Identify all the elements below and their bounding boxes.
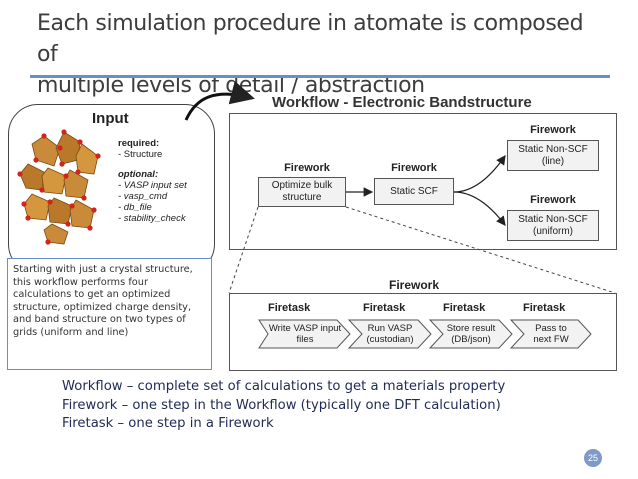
arrow-scf-to-nscf-line — [453, 155, 506, 193]
optional-item: - VASP input set — [118, 180, 187, 191]
required-label: required: — [118, 138, 160, 149]
definition-firetask: Firetask – one step in a Firework — [62, 416, 274, 431]
firetask-3-line-1: Store result — [447, 323, 496, 334]
title-underline — [30, 75, 610, 78]
firetask-chevron-1 — [258, 319, 351, 349]
node-static-scf: Static SCF — [374, 178, 454, 205]
definitions-list: Workflow – complete set of calculations … — [62, 378, 505, 434]
input-heading: Input — [92, 110, 129, 127]
page-number-badge: 25 — [584, 449, 602, 467]
definition-workflow: Workflow – complete set of calculations … — [62, 379, 506, 394]
definition-firework: Firework – one step in the Workflow (typ… — [62, 397, 501, 413]
firetask-chevron-3 — [428, 319, 513, 349]
optional-item: - stability_check — [118, 213, 186, 224]
firetask-label: Firetask — [363, 302, 406, 314]
firework-label-nscf-uniform: Firework — [530, 194, 576, 206]
firetask-4-line-1: Pass to — [535, 323, 567, 334]
required-item: - Structure — [118, 149, 163, 160]
slide-title-line-1: Each simulation procedure in atomate is … — [37, 11, 584, 67]
node-optimize-bulk-structure: Optimize bulk structure — [258, 177, 346, 207]
firetask-2-line-1: Run VASP — [368, 323, 413, 334]
node-static-nscf-line: Static Non-SCF (line) — [507, 140, 599, 171]
input-parameters: required: - Structure optional: - VASP i… — [118, 138, 187, 224]
firework-detail-panel — [229, 293, 617, 371]
firetask-label: Firetask — [443, 302, 486, 314]
firework-label-optimize: Firework — [284, 162, 330, 174]
firework-detail-heading: Firework — [389, 278, 440, 292]
firework-label-static-scf: Firework — [391, 162, 437, 174]
firetask-1-line-1: Write VASP input — [269, 323, 342, 334]
workflow-heading: Workflow - Electronic Bandstructure — [272, 94, 532, 111]
workflow-panel — [229, 113, 617, 250]
firework-label-nscf-line: Firework — [530, 124, 576, 136]
optional-label: optional: — [118, 169, 159, 180]
firetask-label: Firetask — [268, 302, 311, 314]
firetask-3-line-2: (DB/json) — [451, 334, 491, 345]
input-to-workflow-arrow — [184, 81, 255, 121]
zoom-line-left — [228, 206, 259, 294]
firetask-chevron-4 — [509, 319, 592, 349]
crystal-structure-image — [17, 129, 101, 245]
firetask-label: Firetask — [523, 302, 566, 314]
firetask-2-line-2: (custodian) — [367, 334, 414, 345]
optional-item: - db_file — [118, 202, 152, 213]
workflow-description-note: Starting with just a crystal structure, … — [7, 258, 212, 370]
firetask-chevron-2 — [347, 319, 432, 349]
firetask-4-line-2: next FW — [533, 334, 568, 345]
optional-item: - vasp_cmd — [118, 191, 168, 202]
zoom-line-right — [345, 206, 616, 294]
node-static-nscf-uniform: Static Non-SCF (uniform) — [507, 210, 599, 241]
arrow-scf-to-nscf-uniform — [453, 191, 506, 226]
firetask-1-line-2: files — [297, 334, 314, 345]
